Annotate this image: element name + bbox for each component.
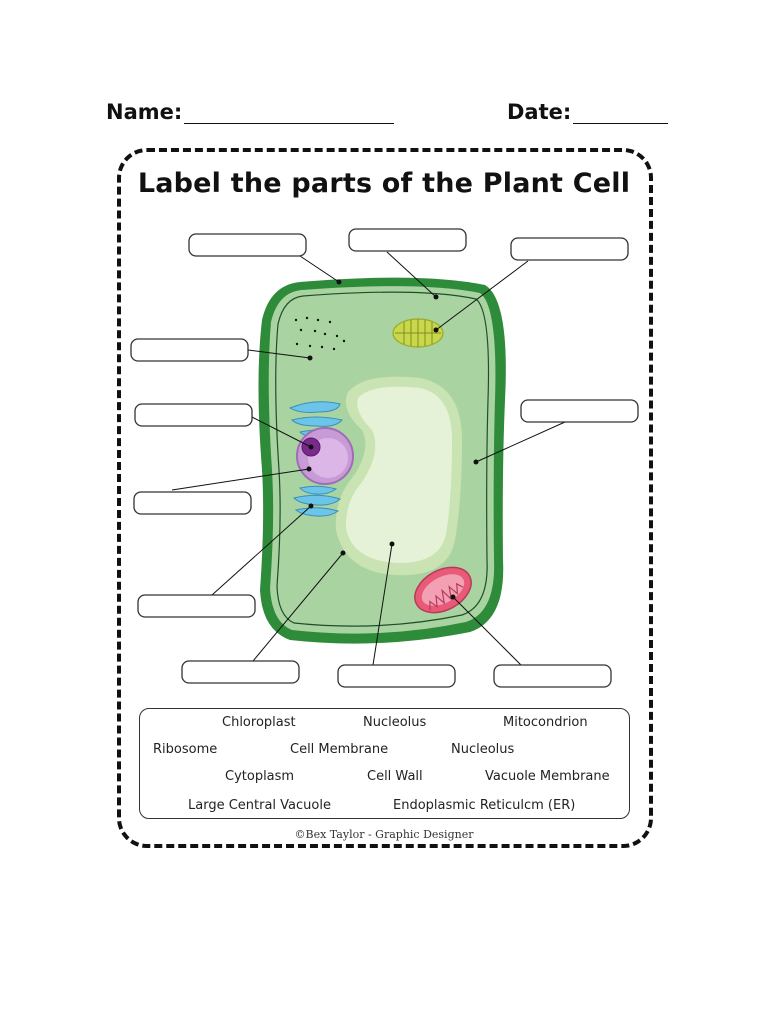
name-field: Name:	[106, 100, 395, 124]
label-box-mitochondrion[interactable]	[493, 664, 612, 688]
worksheet-title: Label the parts of the Plant Cell	[137, 168, 631, 199]
word-bank: Chloroplast Nucleolus Mitocondrion Ribos…	[139, 708, 630, 819]
word-bank-term: Cell Membrane	[290, 742, 389, 757]
label-box-cell-membrane[interactable]	[348, 228, 467, 252]
date-field: Date:	[507, 100, 669, 124]
label-box-central-vacuole[interactable]	[337, 664, 456, 688]
name-label: Name:	[106, 100, 183, 124]
label-box-ribosome[interactable]	[130, 338, 249, 362]
label-box-cytoplasm-right[interactable]	[520, 399, 639, 423]
word-bank-term: Ribosome	[153, 742, 218, 757]
cell-membrane	[275, 291, 490, 627]
label-box-chloroplast[interactable]	[510, 237, 629, 261]
label-box-cell-wall[interactable]	[188, 233, 307, 257]
word-bank-term: Nucleolus	[363, 715, 427, 730]
word-bank-term: Cytoplasm	[225, 769, 295, 784]
nucleus	[296, 427, 354, 485]
dashed-border-frame	[117, 148, 653, 848]
leader-dots	[306, 279, 479, 600]
label-box-vacuole-membrane[interactable]	[181, 660, 300, 684]
ribosomes	[294, 316, 346, 351]
word-bank-term: Chloroplast	[222, 715, 296, 730]
name-blank-line[interactable]	[184, 105, 395, 124]
chloroplast	[392, 318, 444, 348]
word-bank-term: Mitocondrion	[503, 715, 588, 730]
word-bank-term: Large Central Vacuole	[188, 798, 331, 813]
label-box-nucleolus[interactable]	[134, 403, 253, 427]
word-bank-term: Endoplasmic Reticulcm (ER)	[393, 798, 576, 813]
word-bank-term: Vacuole Membrane	[485, 769, 610, 784]
leader-lines	[171, 251, 566, 666]
word-bank-term: Nucleolus	[451, 742, 515, 757]
large-central-vacuole	[345, 386, 452, 564]
credit-line: ©Bex Taylor - Graphic Designer	[294, 828, 474, 841]
label-box-nucleus[interactable]	[133, 491, 252, 515]
word-bank-term: Cell Wall	[367, 769, 423, 784]
date-blank-line[interactable]	[573, 105, 669, 124]
label-box-er[interactable]	[137, 594, 256, 618]
date-label: Date:	[507, 100, 572, 124]
